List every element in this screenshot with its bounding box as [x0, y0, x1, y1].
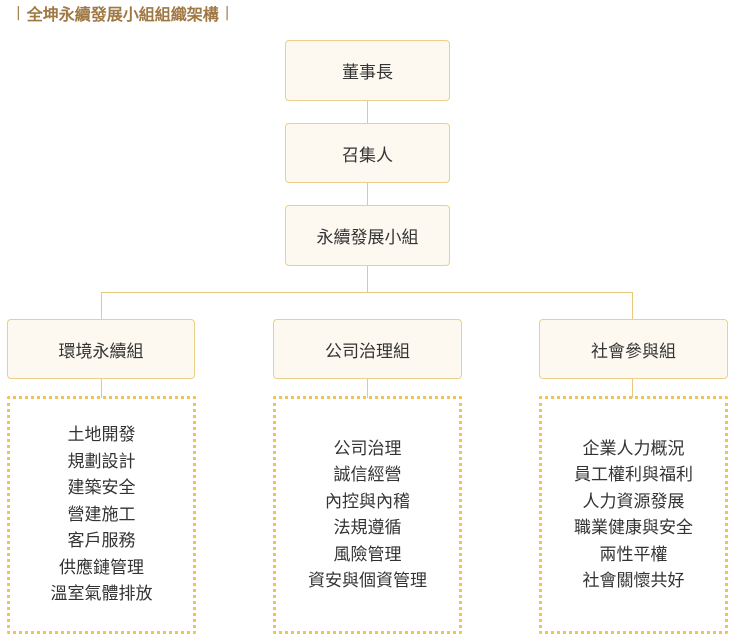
- title-text: 全坤永續發展小組組織架構: [26, 5, 219, 24]
- list-item: 兩性平權: [599, 544, 668, 565]
- list-item: 資安與個資管理: [308, 571, 427, 591]
- committee-label: 永續發展小組: [316, 228, 419, 248]
- convener-box: 召集人: [285, 123, 450, 183]
- governance-items-list: 公司治理 誠信經營 內控與內稽 法規遵循 風險管理 資安與個資管理: [273, 396, 462, 634]
- list-item: 供應鏈管理: [59, 557, 144, 578]
- title-bar-left: |: [16, 5, 21, 21]
- chairman-box: 董事長: [285, 40, 450, 101]
- convener-label: 召集人: [342, 145, 393, 166]
- list-item: 營建施工: [67, 504, 136, 525]
- list-item: 法規遵循: [333, 518, 402, 538]
- group-environment-label: 環境永續組: [58, 341, 144, 362]
- list-item: 社會關懷共好: [582, 571, 685, 591]
- group-environment-box: 環境永續組: [7, 319, 195, 379]
- committee-box: 永續發展小組: [285, 205, 450, 266]
- list-item: 誠信經營: [333, 465, 402, 485]
- title-bar-right: |: [224, 5, 230, 21]
- list-item: 企業人力概況: [582, 438, 685, 459]
- connector-env-items: [101, 378, 102, 398]
- list-item: 職業健康與安全: [574, 518, 693, 538]
- list-item: 土地開發: [67, 425, 136, 446]
- connector-right-drop: [632, 292, 633, 320]
- connector-chairman-convener: [367, 100, 368, 124]
- list-item: 溫室氣體排放: [50, 584, 153, 605]
- connector-soc-items: [632, 378, 633, 398]
- connector-convener-committee: [367, 182, 368, 206]
- list-item: 公司治理: [333, 438, 402, 459]
- group-governance-label: 公司治理組: [325, 341, 410, 362]
- group-social-box: 社會參與組: [539, 319, 728, 379]
- list-item: 客戶服務: [67, 531, 136, 552]
- list-item: 建築安全: [67, 478, 136, 499]
- list-item: 員工權利與福利: [574, 465, 693, 485]
- list-item: 風險管理: [333, 544, 402, 565]
- social-items-list: 企業人力概況 員工權利與福利 人力資源發展 職業健康與安全 兩性平權 社會關懷共…: [539, 396, 728, 634]
- environment-items-list: 土地開發 規劃設計 建築安全 營建施工 客戶服務 供應鏈管理 溫室氣體排放: [7, 396, 196, 634]
- connector-horizontal: [101, 292, 633, 293]
- connector-committee-down: [367, 265, 368, 293]
- connector-left-drop: [101, 292, 102, 320]
- group-governance-box: 公司治理組: [273, 319, 462, 379]
- list-item: 人力資源發展: [582, 491, 685, 512]
- list-item: 規劃設計: [67, 451, 136, 472]
- connector-gov-items: [367, 378, 368, 398]
- group-social-label: 社會參與組: [591, 341, 676, 362]
- list-item: 內控與內稽: [325, 491, 410, 512]
- page-title: | 全坤永續發展小組組織架構 |: [10, 2, 235, 24]
- chairman-label: 董事長: [342, 63, 393, 83]
